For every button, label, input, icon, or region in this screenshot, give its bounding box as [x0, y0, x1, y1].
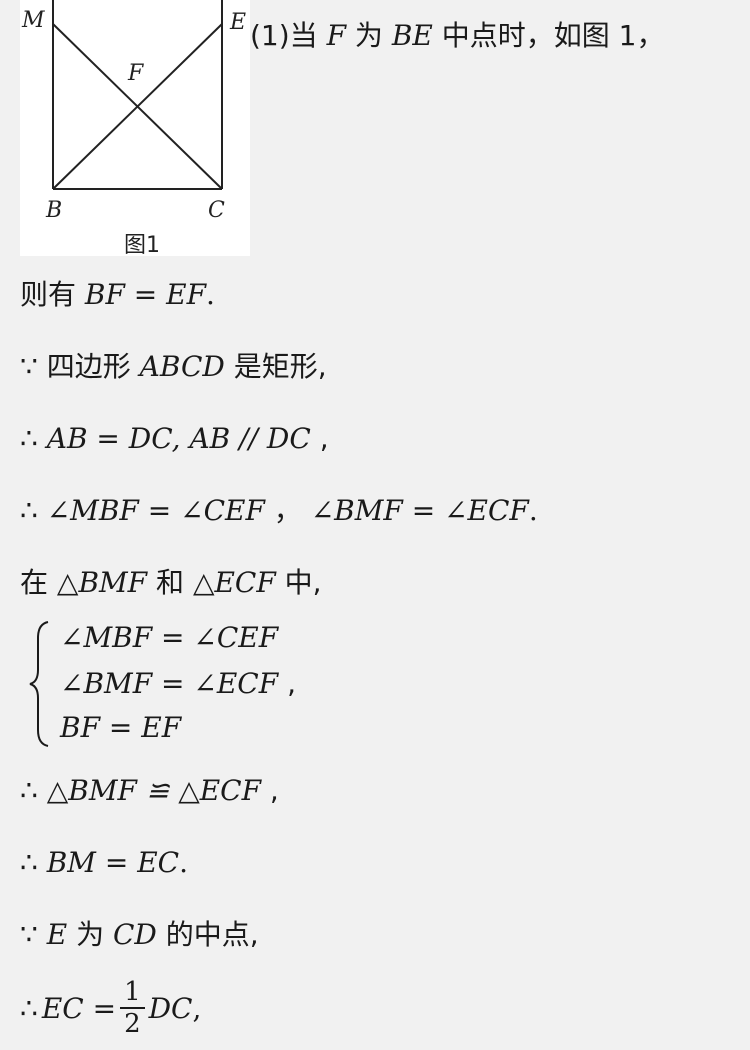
solution-line-3: ∵ 四边形 ABCD 是矩形, [20, 349, 327, 385]
solution-line-2: 则有 BF = EF. [20, 277, 215, 313]
label-c: C [208, 198, 225, 223]
equation-system: ∠MBF = ∠CEF ∠BMF = ∠ECF , BF = EF [20, 620, 340, 748]
system-equation-2: ∠BMF = ∠ECF , [60, 666, 296, 702]
fraction-numerator: 1 [120, 977, 145, 1009]
text-segment: 为 [346, 19, 392, 52]
text-segment: (1)当 [250, 19, 327, 52]
text-segment: ∵ [20, 918, 47, 951]
solution-line-9: ∵ E 为 CD 的中点, [20, 917, 259, 953]
segment-be [52, 23, 223, 190]
text-segment: ∴ [20, 774, 47, 807]
text-segment: 中点时，如图 1， [432, 19, 665, 52]
text-segment: . [206, 278, 215, 311]
math-segment: △BMF [56, 566, 148, 599]
text-segment: , [287, 667, 296, 700]
math-segment: DC [148, 991, 193, 1025]
text-segment: 在 [20, 566, 57, 599]
solution-line-7: ∴ △BMF ≌ △ECF , [20, 773, 279, 809]
text-segment: . [528, 494, 538, 527]
text-segment: , [192, 991, 202, 1025]
label-b: B [45, 198, 62, 223]
math-segment: E [46, 918, 68, 951]
solution-line-8: ∴ BM = EC. [20, 845, 188, 881]
text-segment: , [261, 774, 279, 807]
solution-line-5: ∴ ∠MBF = ∠CEF ， ∠BMF = ∠ECF. [20, 493, 538, 529]
left-brace-icon [29, 621, 49, 747]
math-segment: ∠MBF = ∠CEF [46, 494, 265, 527]
text-segment: 和 [147, 566, 193, 599]
solution-line-10: ∴ EC = 1 2 DC, [20, 972, 201, 1044]
solution-line-4: ∴ AB = DC, AB // DC , [20, 421, 329, 457]
text-segment: , [310, 422, 329, 455]
math-segment: CD [112, 918, 157, 951]
text-segment: 的中点, [156, 918, 259, 951]
text-segment: 是矩形, [224, 350, 327, 383]
text-segment: 中, [275, 566, 322, 599]
math-segment: AB = DC, AB // DC [46, 422, 311, 455]
text-segment: ∴ [20, 494, 47, 527]
solution-line-6: 在 △BMF 和 △ECF 中, [20, 565, 322, 601]
math-segment: ∠BMF = ∠ECF [310, 494, 529, 527]
math-segment: ABCD [139, 350, 225, 383]
system-equation-1: ∠MBF = ∠CEF [60, 621, 279, 654]
text-segment: ∴ [20, 991, 38, 1025]
rectangle-diagram: M E F B C 图1 [21, 0, 246, 256]
fraction-denominator: 2 [124, 1009, 141, 1039]
figure-1: M E F B C 图1 [20, 0, 250, 256]
label-e: E [229, 10, 246, 35]
text-segment: 为 [67, 918, 113, 951]
solution-line-1: (1)当 F 为 BE 中点时，如图 1， [250, 18, 664, 54]
math-segment: △BMF ≌ △ECF [46, 774, 262, 807]
label-m: M [21, 8, 45, 33]
math-segment: BE [391, 19, 433, 52]
text-segment: ∴ [20, 422, 47, 455]
math-segment: BM = EC [46, 846, 180, 879]
text-segment: 则有 [20, 278, 85, 311]
text-segment: . [179, 846, 188, 879]
math-segment: ∠BMF = ∠ECF [60, 667, 279, 700]
math-segment: F [326, 19, 347, 52]
math-segment: BF = EF [84, 278, 207, 311]
text-segment: ， [264, 494, 311, 527]
text-segment: ∴ [20, 846, 47, 879]
figure-caption: 图1 [124, 233, 160, 256]
fraction: 1 2 [120, 977, 145, 1039]
label-f: F [127, 61, 144, 86]
text-segment: ∵ 四边形 [20, 350, 140, 383]
math-segment: △ECF [192, 566, 276, 599]
math-segment: EC = [41, 991, 117, 1025]
system-equation-3: BF = EF [60, 711, 182, 744]
